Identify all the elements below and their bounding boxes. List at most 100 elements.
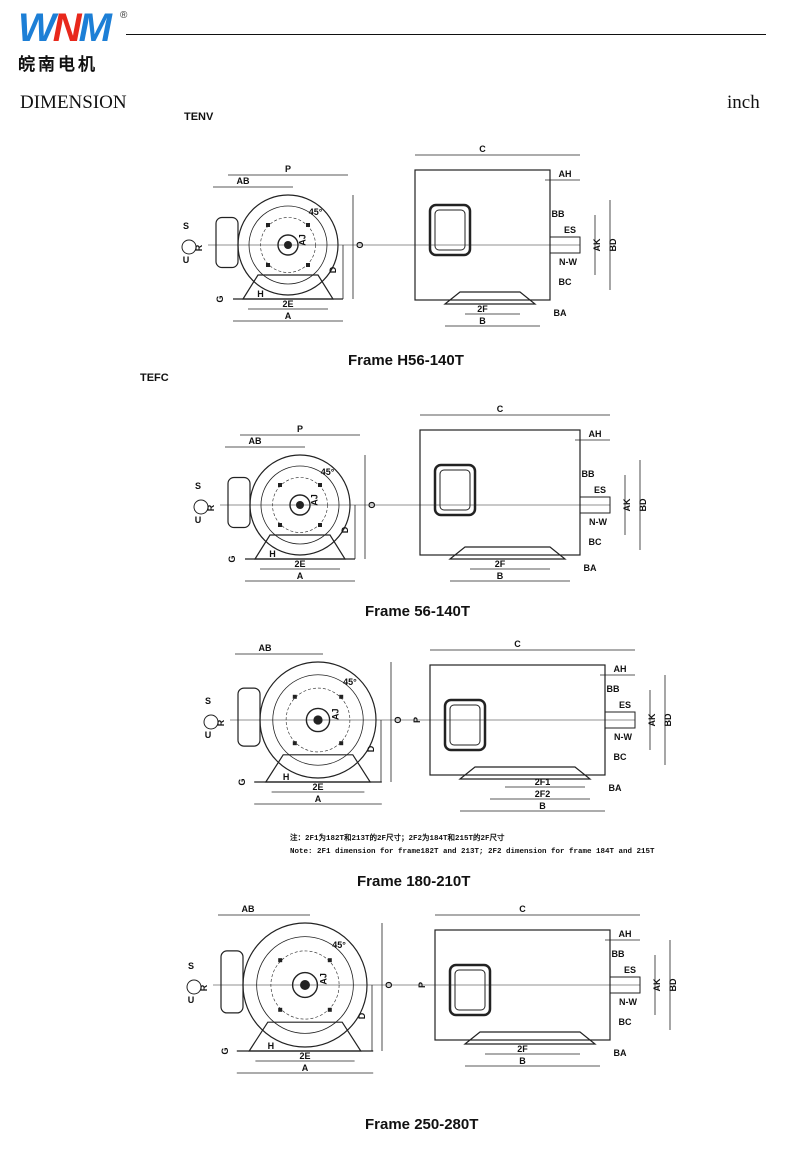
bolt-hole [306,263,310,267]
bolt-hole [318,483,322,487]
header-rule [126,34,766,35]
bolt-hole [327,1007,332,1012]
dimension-label: AK [647,713,657,726]
dimension-label: ES [564,225,576,235]
side-feet [458,766,592,780]
dimension-label: D [366,745,376,752]
bolt-hole [339,741,344,746]
dimension-label: 2E [294,559,305,569]
logo-chinese-name: 皖南电机 [18,55,98,75]
dimension-label: AJ [310,494,320,506]
bolt-hole [318,523,322,527]
dimension-label: AH [614,664,627,674]
dimension-label: B [479,316,486,326]
dimension-label: ES [594,485,606,495]
side-terminal-box [433,463,477,517]
dimension-label: O [355,241,365,248]
side-terminal-cover [439,469,471,511]
enclosure-type-label: TENV [184,111,214,123]
dimension-label: P [417,982,427,988]
dimension-label: G [237,778,247,785]
dimension-label: H [268,1041,275,1051]
bolt-hole [339,694,344,699]
bolt-hole [278,523,282,527]
dimension-label: C [519,904,526,914]
dimension-label: G [215,295,225,302]
dimension-label: P [297,424,303,434]
dimension-label: C [497,404,504,414]
dimension-label: AJ [330,708,340,720]
dimension-label: R [216,719,226,726]
dimension-label: ES [619,700,631,710]
terminal-box [215,216,239,269]
dimension-label: S [205,696,211,706]
dimension-label: 45° [343,677,357,687]
dimension-label: 2E [282,299,293,309]
side-terminal-box [443,698,487,752]
keyway-circle [186,979,202,995]
dimension-label: BD [668,978,678,991]
dimension-label: BA [609,783,622,793]
keyway-circle [181,239,197,255]
terminal-box [227,476,251,529]
dimension-label: BA [584,563,597,573]
dimension-label: AB [237,176,250,186]
dimension-label: U [183,255,190,265]
dimension-label: ES [624,965,636,975]
dimension-label: BB [582,469,595,479]
dimension-label: AJ [319,973,329,985]
dimension-label: BC [589,537,602,547]
dimension-label: C [479,144,486,154]
dimension-label: 45° [309,207,323,217]
dimension-label: D [340,526,350,533]
dimension-label: R [206,504,216,511]
dimension-label: A [285,311,292,321]
page-title: DIMENSION [20,92,127,113]
dimension-label: 2E [312,782,323,792]
dimension-label: BC [614,752,627,762]
dimension-label: N-W [559,257,577,267]
dimension-label: AH [589,429,602,439]
dimension-label: BD [638,498,648,511]
bolt-hole [266,223,270,227]
dimension-label: AJ [298,234,308,246]
dimension-label: S [183,221,189,231]
bolt-hole [278,483,282,487]
side-terminal-cover [449,704,481,746]
frame-caption: Frame 56-140T [365,603,471,620]
dimension-label: O [367,501,377,508]
dimension-label: 2F [477,304,488,314]
dimension-label: AB [249,436,262,446]
dimension-label: 2F1 [535,777,551,787]
dimension-label: O [393,716,403,723]
bolt-hole [278,1007,283,1012]
dimension-label: A [297,571,304,581]
dimension-label: AK [622,498,632,511]
dimension-label: B [539,801,546,811]
bolt-hole [266,263,270,267]
logo-letter: M [78,6,112,50]
dimension-label: D [328,266,338,273]
company-logo: WNM ® 皖南电机 [18,6,127,75]
dimension-label: A [302,1063,309,1073]
dimension-label: B [497,571,504,581]
dimension-label: BA [554,308,567,318]
side-terminal-cover [434,209,466,251]
shaft-extension [609,976,641,994]
dimension-label: S [188,961,194,971]
frame-caption: Frame 250-280T [365,1116,479,1133]
dimension-label: AB [242,904,255,914]
dimension-label: P [285,164,291,174]
dimension-label: D [357,1012,367,1019]
dimension-label: U [188,995,195,1005]
motor-body-side [419,429,581,556]
dimension-label: G [227,555,237,562]
dimension-label: 2F [495,559,506,569]
side-terminal-cover [454,969,486,1011]
keyway-circle [203,714,219,730]
dimension-label: BB [552,209,565,219]
dimension-label: N-W [614,732,632,742]
